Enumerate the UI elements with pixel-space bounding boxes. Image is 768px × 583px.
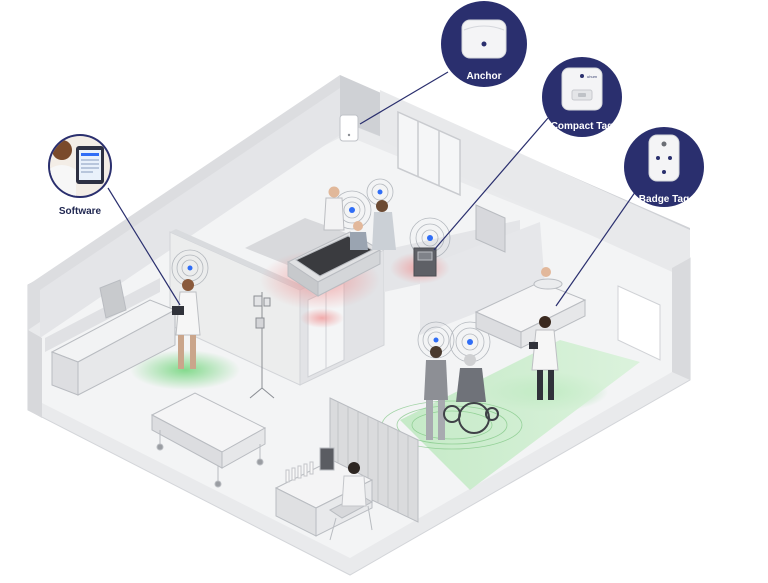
desk-worker: [341, 462, 367, 507]
window: [397, 110, 461, 197]
badge-tag-label: Badge Tag: [639, 194, 689, 205]
compact-tag-callout: uhum Compact Tag: [542, 57, 622, 137]
doctor-right: [529, 316, 559, 400]
anchor-device-icon: [461, 19, 507, 59]
anchor-label: Anchor: [467, 71, 502, 82]
wall-anchor: [339, 114, 359, 142]
furniture: [50, 204, 587, 541]
patient-right-bed: [541, 267, 551, 277]
badge-tag-callout: Badge Tag: [624, 127, 704, 207]
doorway: [617, 285, 661, 361]
back-right-wall-inner: [380, 90, 690, 280]
compact-tag-brand: uhum: [587, 74, 598, 79]
medical-equipment: [413, 247, 437, 277]
nurse-bedside: [372, 200, 396, 250]
right-wall: [672, 258, 690, 380]
doctor-center: [323, 186, 345, 231]
badge-tag-device-icon: [648, 134, 680, 182]
green-floor-zone: [400, 340, 640, 490]
green-glow-left: [130, 350, 240, 390]
anchor-callout: Anchor: [441, 1, 527, 87]
wheelchair-patient: [443, 354, 499, 434]
iv-stand: [249, 292, 275, 399]
red-glow-door: [300, 308, 344, 328]
software-callout: Software: [48, 134, 112, 217]
left-room-bed: [50, 279, 177, 396]
callout-lines: [107, 71, 641, 307]
nurse-with-tablet: [172, 279, 201, 369]
front-left-wall: [28, 330, 42, 418]
back-left-wall-inner: [40, 88, 340, 338]
beacon-dots: [187, 189, 548, 345]
front-bed: [150, 392, 267, 488]
right-room-bed: [474, 278, 587, 349]
walking-person: [424, 346, 448, 440]
compact-tag-label: Compact Tag: [551, 121, 614, 132]
patient-in-bed: [350, 221, 368, 250]
software-label: Software: [59, 206, 102, 217]
people: [172, 186, 559, 507]
wall-panel: [475, 204, 506, 253]
